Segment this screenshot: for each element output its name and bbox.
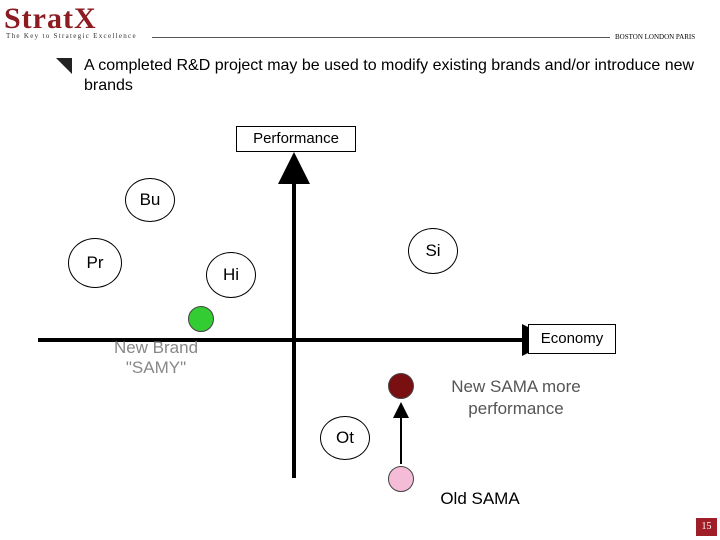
- brand-ot: Ot: [320, 416, 370, 460]
- new-sama-marker: [388, 373, 414, 399]
- new-brand-label: New Brand "SAMY": [113, 338, 199, 377]
- new-brand-marker: [188, 306, 214, 332]
- logo-tagline: The Key to Strategic Excellence: [6, 32, 137, 40]
- bullet-icon: [56, 58, 72, 74]
- old-sama-marker: [388, 466, 414, 492]
- office-cities: BOSTON LONDON PARIS: [615, 33, 696, 41]
- stratx-logo: StratX: [4, 2, 97, 35]
- brand-bu: Bu: [125, 178, 175, 222]
- brand-hi: Hi: [206, 252, 256, 298]
- economy-axis-label: Economy: [528, 324, 616, 354]
- new-sama-label: New SAMA more performance: [451, 377, 581, 418]
- header-divider: [152, 37, 610, 38]
- slide-headline: A completed R&D project may be used to m…: [84, 57, 695, 94]
- old-sama-label: Old SAMA: [440, 489, 520, 508]
- brand-si: Si: [408, 228, 458, 274]
- brand-pr: Pr: [68, 238, 122, 288]
- performance-axis-label: Performance: [236, 126, 356, 152]
- page-number: 15: [696, 518, 717, 536]
